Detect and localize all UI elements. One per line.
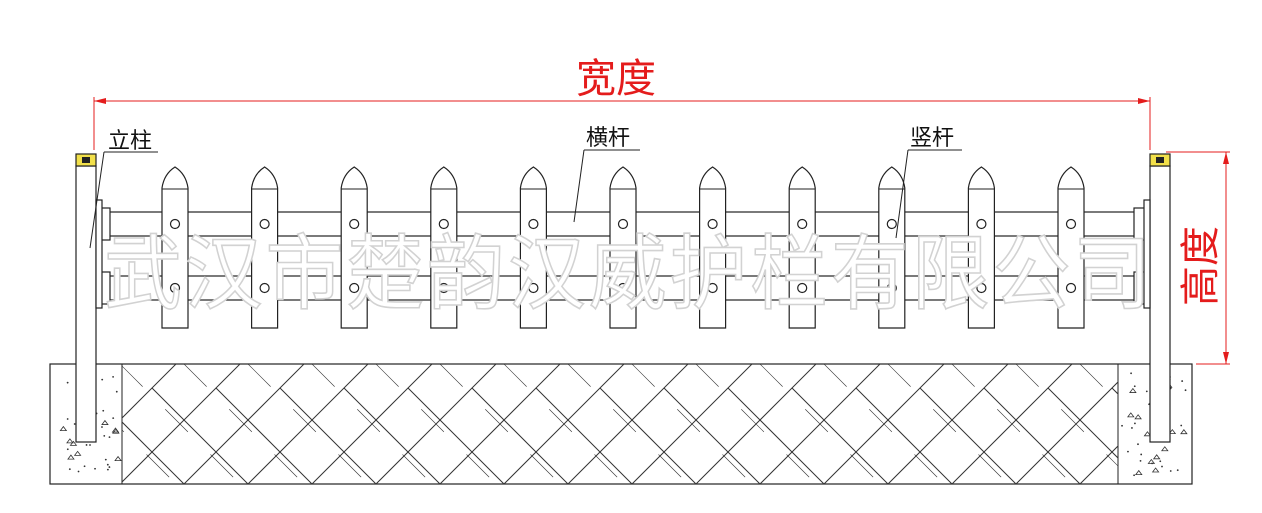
picket-label: 竖杆 bbox=[910, 126, 954, 151]
picket bbox=[1057, 166, 1085, 329]
width-label: 宽度 bbox=[576, 56, 656, 102]
picket bbox=[699, 166, 727, 329]
foundation bbox=[49, 363, 1193, 485]
picket bbox=[967, 166, 995, 329]
foundation-outline bbox=[49, 363, 1193, 485]
picket bbox=[788, 166, 816, 329]
rail-label: 横杆 bbox=[586, 126, 630, 151]
height-dimension: 高度 bbox=[1166, 151, 1230, 365]
callout-rail: 横杆 bbox=[573, 126, 640, 223]
picket bbox=[519, 166, 547, 329]
callout-picket: 竖杆 bbox=[895, 126, 962, 239]
watermark: 武汉市楚韵汉威护栏有限公司 bbox=[104, 227, 1154, 322]
width-dimension: 宽度 bbox=[93, 56, 1151, 150]
height-label: 高度 bbox=[1178, 226, 1224, 306]
concrete-left bbox=[59, 375, 122, 473]
pickets bbox=[161, 166, 1085, 329]
post-label: 立柱 bbox=[108, 129, 152, 154]
post-left bbox=[75, 153, 103, 443]
picket bbox=[878, 166, 906, 329]
picket bbox=[430, 166, 458, 329]
picket bbox=[340, 166, 368, 329]
concrete-right bbox=[1121, 372, 1188, 477]
post-right bbox=[1143, 153, 1171, 443]
picket bbox=[161, 166, 189, 329]
paving-pattern bbox=[122, 364, 1118, 484]
picket bbox=[609, 166, 637, 329]
callout-post: 立柱 bbox=[89, 129, 158, 249]
picket bbox=[251, 166, 279, 329]
